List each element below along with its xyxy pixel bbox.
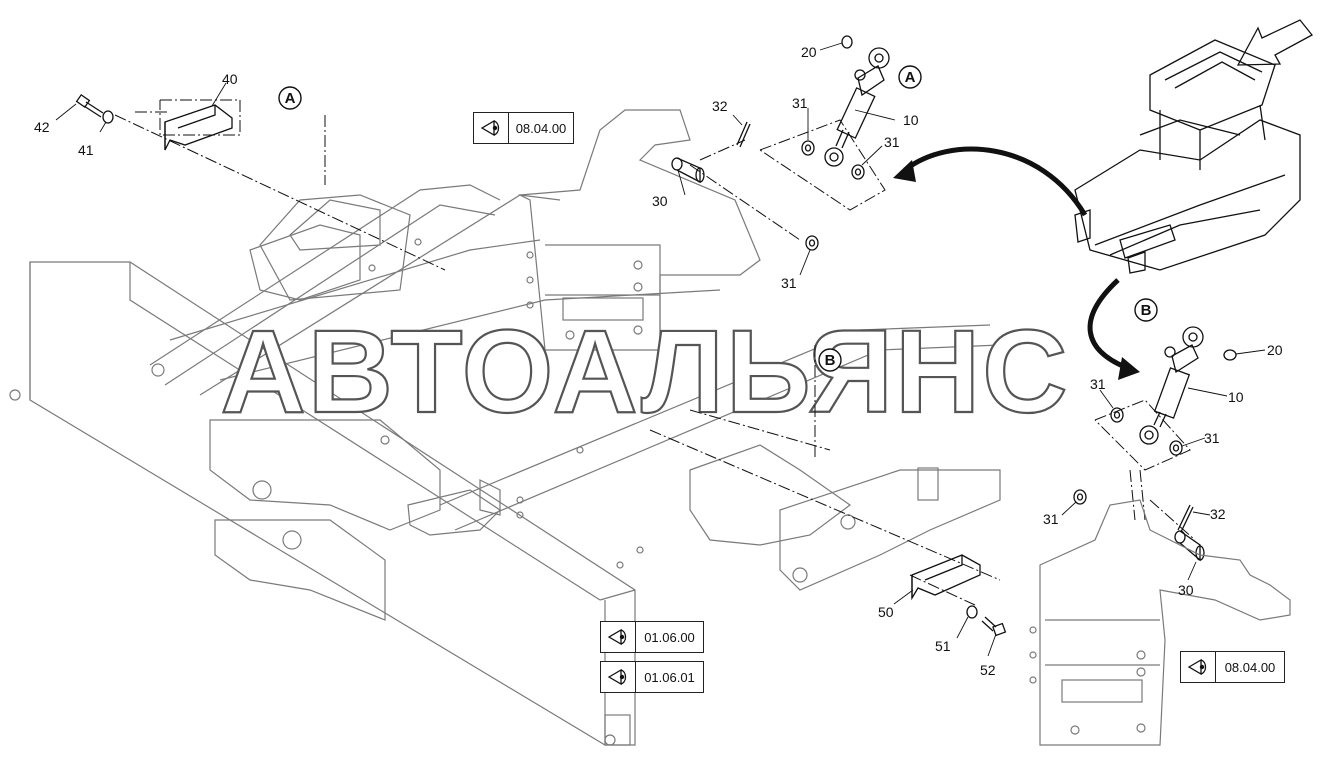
part-number-40: 40 bbox=[222, 71, 238, 87]
watermark-text: АВТОАЛЬЯНС bbox=[221, 306, 1070, 438]
view-direction-arrow-icon bbox=[1236, 19, 1313, 66]
reference-box-right[interactable]: 08.04.00 bbox=[1180, 651, 1285, 683]
part-number-10-top: 10 bbox=[903, 112, 919, 128]
reference-box-bottom-1[interactable]: 01.06.00 bbox=[600, 621, 704, 653]
part-number-51: 51 bbox=[935, 638, 951, 654]
clip-32-top bbox=[736, 121, 751, 148]
reference-code: 01.06.00 bbox=[644, 629, 695, 645]
cover-plate-40 bbox=[164, 104, 233, 151]
part-number-31-top-1: 31 bbox=[792, 95, 808, 111]
callout-a-left: A bbox=[278, 86, 302, 110]
part-number-52: 52 bbox=[980, 662, 996, 678]
svg-text:B: B bbox=[825, 352, 836, 369]
callout-a-top: A bbox=[898, 65, 922, 89]
part-number-32-right: 32 bbox=[1210, 506, 1226, 522]
eye-icon bbox=[1181, 652, 1216, 682]
paver-machine-thumbnail bbox=[1074, 39, 1301, 274]
part-number-31-top-3: 31 bbox=[781, 275, 797, 291]
washers-31-top bbox=[801, 140, 865, 251]
ring-20-top bbox=[841, 35, 853, 49]
part-number-31-right-2: 31 bbox=[1204, 430, 1220, 446]
part-number-50: 50 bbox=[878, 604, 894, 620]
part-number-31-right-3: 31 bbox=[1043, 511, 1059, 527]
part-number-30-right: 30 bbox=[1178, 582, 1194, 598]
washers-31-right bbox=[1073, 407, 1183, 505]
washer-41 bbox=[102, 110, 114, 124]
callout-b-right: B bbox=[1134, 298, 1158, 322]
main-frame-drawing bbox=[9, 109, 1001, 746]
svg-text:A: A bbox=[285, 90, 296, 107]
part-number-31-top-2: 31 bbox=[884, 134, 900, 150]
clip-32-right bbox=[1177, 504, 1194, 533]
washer-51 bbox=[966, 605, 978, 619]
hydraulic-cylinder-10-right bbox=[1139, 326, 1204, 445]
eye-icon bbox=[601, 622, 636, 652]
reference-box-bottom-2[interactable]: 01.06.01 bbox=[600, 661, 704, 693]
leader-lines bbox=[55, 42, 1266, 657]
cover-plate-50 bbox=[911, 554, 981, 601]
part-number-10-right: 10 bbox=[1228, 389, 1244, 405]
bolt-42 bbox=[75, 93, 104, 118]
svg-text:A: A bbox=[905, 69, 916, 86]
assembly-center-lines bbox=[114, 99, 1196, 606]
detail-arrow-right-icon bbox=[1087, 278, 1140, 380]
reference-box-top[interactable]: 08.04.00 bbox=[473, 112, 574, 144]
pin-30-right bbox=[1174, 530, 1205, 562]
detail-arrow-top-icon bbox=[893, 146, 1088, 217]
reference-code: 01.06.01 bbox=[644, 669, 695, 685]
svg-text:B: B bbox=[1141, 302, 1152, 319]
callout-b-mid: B bbox=[818, 348, 842, 372]
part-number-32-top: 32 bbox=[712, 98, 728, 114]
eye-icon bbox=[474, 113, 509, 143]
part-number-30-top: 30 bbox=[652, 193, 668, 209]
part-number-41: 41 bbox=[78, 142, 94, 158]
pin-30-top bbox=[671, 157, 705, 184]
eye-icon bbox=[601, 662, 636, 692]
part-number-42: 42 bbox=[34, 119, 50, 135]
hydraulic-cylinder-10-top bbox=[824, 47, 890, 167]
reference-code: 08.04.00 bbox=[1224, 659, 1276, 675]
part-number-20-right: 20 bbox=[1267, 342, 1283, 358]
ring-20-right bbox=[1223, 349, 1237, 361]
part-number-labels: 42 41 40 32 30 31 31 31 20 10 20 31 10 3… bbox=[34, 44, 1283, 678]
reference-code: 08.04.00 bbox=[515, 120, 567, 136]
right-bracket-drawing bbox=[1029, 499, 1291, 746]
part-number-20-top: 20 bbox=[801, 44, 817, 60]
part-number-31-right-1: 31 bbox=[1090, 376, 1106, 392]
bolt-52 bbox=[981, 616, 1007, 637]
